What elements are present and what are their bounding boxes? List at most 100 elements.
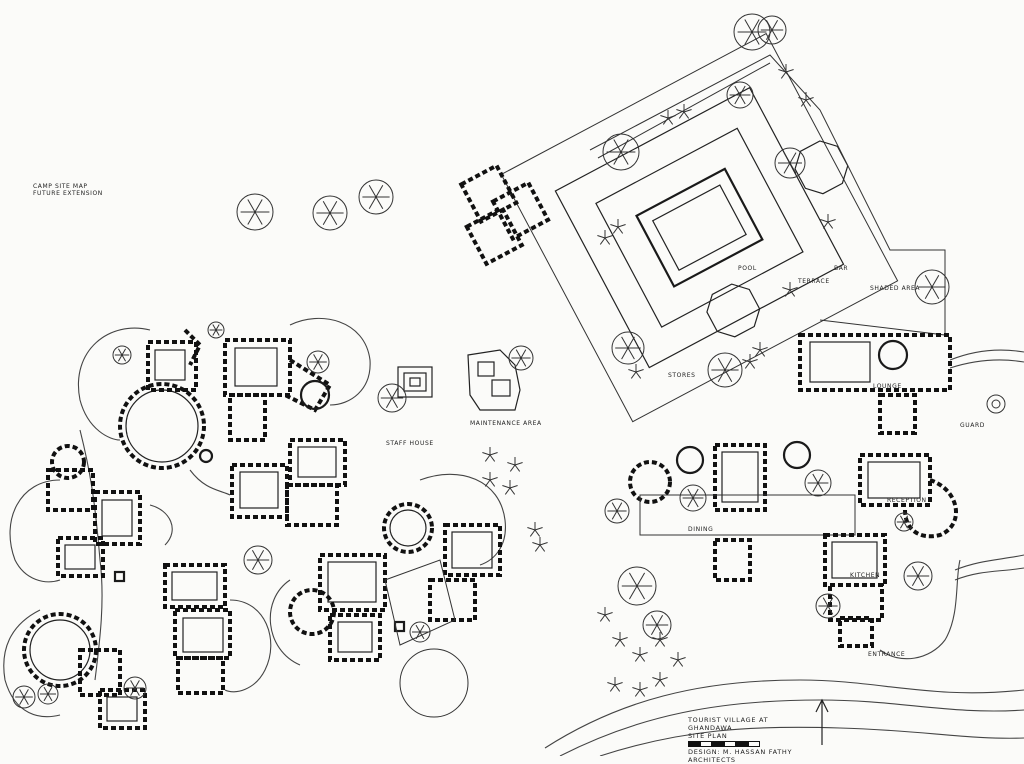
tree-branch [822,597,829,607]
tree-branch [515,349,522,359]
main-building [628,333,1024,660]
palm-frond [612,226,619,234]
tree-branch [43,693,49,702]
tree-branch [739,94,746,105]
label-reception: RECEPTION [887,497,927,504]
tree-symbol [306,350,330,374]
palm-frond [683,111,690,119]
tree-branch [687,497,694,508]
tree-branch [924,274,933,288]
palm-frond [659,637,668,641]
palm-frond [820,219,829,223]
tree-branch [419,631,425,640]
palm-frond [677,657,686,661]
palm-frond [778,69,787,73]
tree-branch [931,274,940,288]
tree-branch [368,184,377,198]
tree-branch [917,566,925,577]
tree-symbol [37,683,59,705]
palm-frond [614,639,621,647]
tree-symbol [611,331,645,365]
palm-frond [667,117,674,125]
tree-branch [23,696,29,705]
tree-branch [257,550,265,561]
palm-frond [749,359,758,363]
tree-branch [656,615,664,626]
tree-branch [415,624,421,633]
tree-branch [247,199,256,213]
tree-branch [817,482,824,493]
palm-frond [632,687,641,691]
tree-branch [771,29,779,40]
palm-frond [484,454,491,462]
palm-frond [652,637,661,641]
tree-branch [520,357,527,367]
tree-branch [121,348,127,356]
tree-branch [627,347,635,360]
tree-branch [322,212,331,226]
palm-frond [785,69,794,73]
palm-frond [509,485,518,489]
tree-branch [917,575,925,586]
tree-branch [385,388,393,399]
palm-frond [639,689,646,697]
tree-symbol [377,383,407,413]
palm-frond [509,464,516,472]
tree-branch [812,473,819,484]
palm-frond [604,612,613,616]
palm-frond [749,361,756,369]
palm-frond [599,237,606,245]
palm-frond [780,71,787,79]
tree-branch [783,152,791,164]
palm-frond [597,612,606,616]
palm-frond [754,349,761,357]
palm-frond [782,287,791,291]
tree-branch [134,680,140,689]
tree-branch [117,354,123,362]
tree-branch [783,162,791,174]
tree-symbol [903,561,933,591]
tree-branch [903,515,909,523]
tree-branch [911,575,919,586]
tree-branch [419,624,425,633]
palm-frond [632,652,641,656]
pavilion-outline [397,366,433,398]
trees [12,13,950,709]
tree-branch [744,19,753,33]
tree-symbol [207,321,225,339]
palm-frond [784,289,791,297]
palm-frond [529,529,536,537]
tree-branch [117,348,123,356]
tree-symbol [726,81,754,109]
tree-branch [616,502,623,512]
tree-branch [317,361,323,370]
palm-frond [654,679,661,687]
palm-frond [635,369,644,373]
palm-frond [639,654,646,662]
palm-frond [660,115,669,119]
palm-frond [527,527,536,531]
tree-symbol [679,484,707,512]
palm-frond [617,226,624,234]
tree-branch [313,354,319,363]
palm-frond [789,289,796,297]
tree-branch [765,29,773,40]
tree-branch [717,369,726,383]
palm-frond [798,97,807,101]
palm-frond [509,487,516,495]
palm-frond [752,347,761,351]
tree-symbol [312,195,348,231]
label-guard: GUARD [960,422,985,429]
palm-frond [612,637,621,641]
palm-frond [800,99,807,107]
tree-branch [899,515,905,523]
palm-frond [744,361,751,369]
guest-houses-cluster [3,317,506,730]
tree-branch [130,687,136,696]
tree-branch [827,597,834,607]
tree-branch [43,686,49,695]
label-shaded: SHADED AREA [870,285,921,292]
palm-frond [614,682,623,686]
tree-branch [620,139,629,153]
palm-frond [534,527,543,531]
